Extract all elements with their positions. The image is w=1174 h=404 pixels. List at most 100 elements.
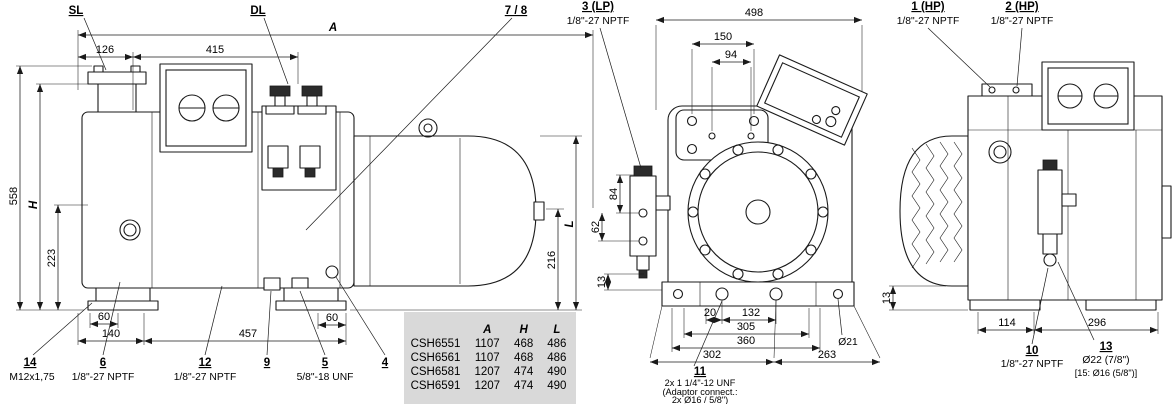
terminal-box [159,63,253,153]
table-row: CSH6591 1207 474 490 [407,379,574,393]
value-cell: 490 [547,366,567,378]
dim-457: 457 [239,328,257,340]
callout-13-note: [15: Ø16 (5/8")] [1075,368,1138,378]
callout-1-hp: 1 (HP) [911,1,944,13]
right-side-view: 1 (HP) 1/8"-27 NPTF 2 (HP) 1/8"-27 NPTF … [881,1,1172,378]
value-cell: 486 [547,352,567,364]
callout-11-label: 2x 1 1/4"-12 UNF [665,378,736,388]
dim-216: 216 [546,251,558,269]
dim-13-front: 13 [596,276,608,288]
callout-11-note2: 2x Ø16 / 5/8") [672,395,728,404]
dim-498: 498 [745,7,763,19]
callout-1-label: 1/8"-27 NPTF [897,16,960,27]
discharge-manifold [261,85,337,191]
dim-415: 415 [206,44,224,56]
dim-140: 140 [102,328,120,340]
dimension-table: A H L CSH6551 1107 468 486 CSH6561 1107 … [407,323,574,393]
model-cell: CSH6591 [410,380,461,392]
front-view: 3 (LP) 1/8"-27 NPTF 498 150 94 84 62 13 [567,1,881,404]
callout-13-label: Ø22 (7/8") [1082,355,1129,366]
callout-14: 14 [24,357,37,369]
value-cell: 1207 [474,366,501,378]
sight-glass [119,219,141,241]
callout-2-label: 1/8"-27 NPTF [991,16,1054,27]
value-cell: 474 [514,366,534,378]
terminal-box-right [1041,61,1135,131]
model-cell: CSH6551 [410,338,461,350]
callout-10: 10 [1026,345,1039,357]
dim-H: H [28,200,40,209]
callout-14-label: M12x1,75 [9,372,54,383]
hp-port-1 [988,86,996,94]
dim-L: L [564,220,576,227]
table-header-A: A [483,324,492,336]
model-cell: CSH6581 [410,366,461,378]
dia-21-label: Ø21 [838,337,858,348]
table-row: CSH6581 1207 474 490 [407,365,574,379]
dim-13-right: 13 [881,292,893,304]
left-side-view: SL DL 7 / 8 A 126 415 558 H 223 216 [8,5,594,383]
value-cell: 468 [514,352,534,364]
label-dl: DL [250,5,265,17]
callout-3-label: 1/8"-27 NPTF [567,16,630,27]
value-cell: 1107 [474,338,500,350]
callout-5-label: 5/8"-18 UNF [297,372,354,383]
callout-12-label: 1/8"-27 NPTF [174,372,237,383]
dim-A: A [328,22,337,34]
model-cell: CSH6561 [410,352,461,364]
lp-valve [629,165,671,279]
table-header-L: L [553,324,561,336]
value-cell: 468 [514,338,534,350]
dim-223: 223 [46,249,58,267]
dim-60-front: 60 [98,311,110,323]
callout-7-8: 7 / 8 [505,5,528,17]
dim-305: 305 [737,321,755,333]
compressor-right-outline [899,61,1172,311]
dim-20: 20 [704,307,716,319]
dim-360: 360 [737,335,755,347]
table-row: CSH6561 1107 468 486 [407,351,574,365]
dim-150: 150 [714,31,732,43]
dim-126: 126 [96,44,114,56]
service-valve [1037,159,1077,267]
compressor-front-outline [629,54,868,307]
lifting-eye [418,118,438,138]
table-header-model [407,323,468,337]
terminal-box-tilted [756,54,868,146]
value-cell: 486 [547,338,567,350]
table-row: CSH6551 1107 468 486 [407,337,574,351]
callout-9: 9 [264,357,270,369]
dim-302: 302 [703,349,721,361]
compressor-side-outline [81,63,545,311]
dim-94: 94 [725,49,737,61]
table-header-row: A H L [407,323,574,337]
callout-12: 12 [199,357,212,369]
table-header-H: H [519,324,528,336]
value-cell: 490 [547,380,567,392]
spec-table: A H L CSH6551 1107 468 486 CSH6561 1107 … [404,312,576,404]
value-cell: 1207 [474,380,501,392]
dim-60-rear: 60 [326,312,338,324]
dim-114: 114 [998,317,1016,329]
value-cell: 474 [514,380,534,392]
dim-558: 558 [8,187,20,205]
base-plate [661,281,855,307]
callout-3-lp: 3 (LP) [582,1,614,13]
hp-port-2 [1012,86,1020,94]
rotor-flange [687,141,829,283]
callout-6-label: 1/8"-27 NPTF [72,372,135,383]
callout-11: 11 [694,366,707,378]
label-sl: SL [69,5,84,17]
dim-132: 132 [742,307,760,319]
dim-62: 62 [590,221,602,233]
callout-5: 5 [322,357,329,369]
dim-84: 84 [608,188,620,200]
mounting-feet [87,287,347,311]
value-cell: 1107 [474,352,500,364]
callout-2-hp: 2 (HP) [1005,1,1038,13]
callout-4: 4 [382,357,389,369]
motor-housing [353,135,537,287]
dim-296: 296 [1088,317,1106,329]
